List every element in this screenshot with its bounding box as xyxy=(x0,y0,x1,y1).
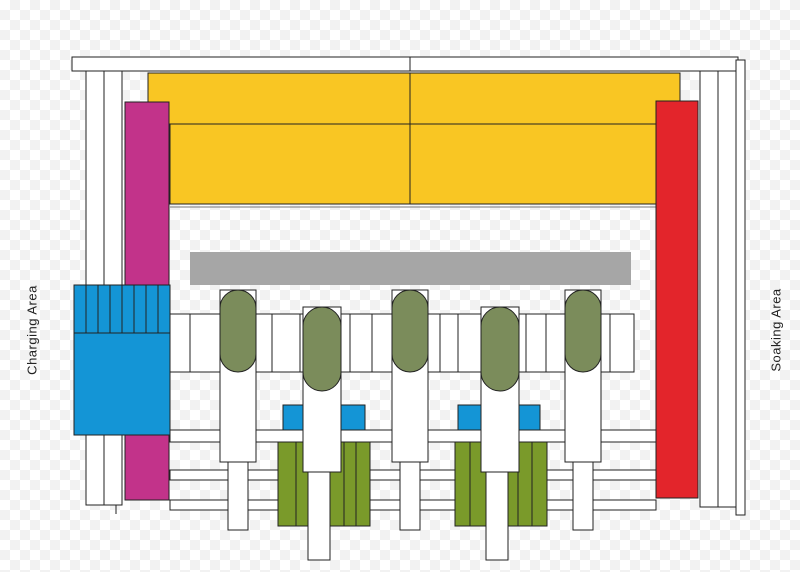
burner-4 xyxy=(480,306,520,473)
hearth-bar xyxy=(190,252,631,285)
roof xyxy=(147,72,681,208)
roof-upper xyxy=(147,72,681,125)
frame-top-rail xyxy=(71,56,739,72)
lower-post-4 xyxy=(485,469,509,561)
burner-4-head xyxy=(480,306,520,392)
roof-lower xyxy=(169,123,657,205)
burner-2-head xyxy=(302,306,342,392)
frame-right-edge xyxy=(735,59,746,516)
lower-post-2 xyxy=(307,469,331,561)
burner-1-head xyxy=(219,289,257,373)
frame-right-post-inner xyxy=(699,70,719,508)
burners xyxy=(219,289,602,473)
charging-block xyxy=(73,284,171,436)
burner-3-head xyxy=(391,289,429,373)
lower-post-1 xyxy=(227,461,249,531)
burner-5 xyxy=(564,289,602,463)
burner-1 xyxy=(219,289,257,463)
burner-2 xyxy=(302,306,342,473)
soaking-area-label: Soaking Area xyxy=(768,288,784,372)
burner-3 xyxy=(391,289,429,463)
lower-post-3 xyxy=(399,461,421,531)
charging-area-label: Charging Area xyxy=(24,285,40,375)
frame-right-post-outer xyxy=(717,70,737,508)
right-wall xyxy=(655,100,699,499)
lower-post-5 xyxy=(572,461,594,531)
burner-5-head xyxy=(564,289,602,373)
